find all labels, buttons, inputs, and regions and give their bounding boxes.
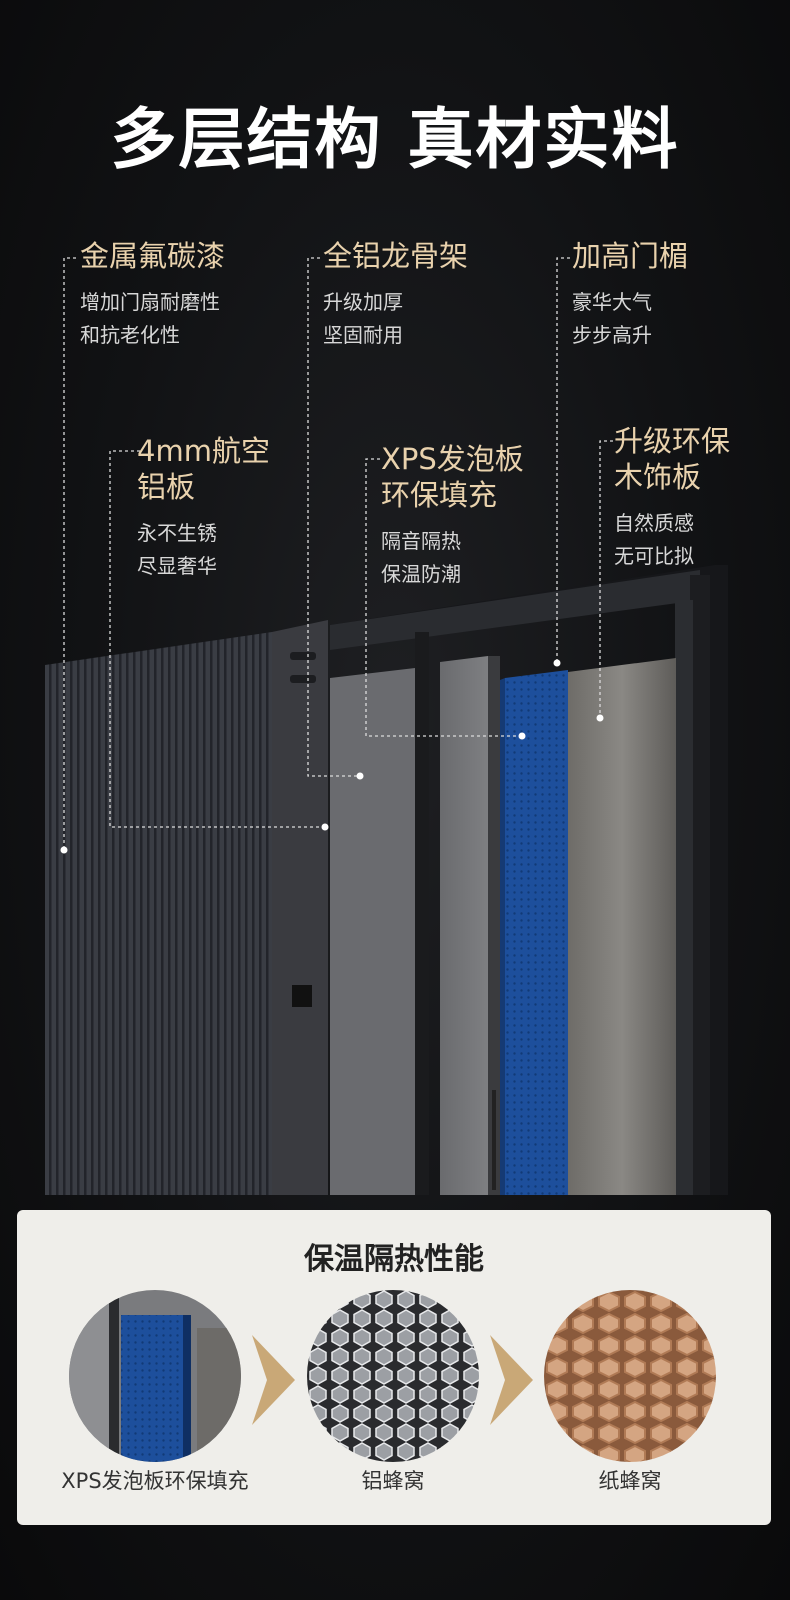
feature-desc-line: 和抗老化性 xyxy=(80,323,180,347)
caption-xps: XPS发泡板环保填充 xyxy=(61,1469,249,1493)
feature-raised-lintel: 加高门楣 豪华大气 步步高升 xyxy=(572,238,688,352)
feature-desc-line: 坚固耐用 xyxy=(323,323,403,347)
door-frame xyxy=(330,565,728,1195)
feature-xps-foam: XPS发泡板 环保填充 隔音隔热 保温防潮 xyxy=(381,441,524,591)
aluminum-keel xyxy=(440,656,488,1195)
feature-desc-line: 豪华大气 xyxy=(572,290,652,314)
feature-heading: 加高门楣 xyxy=(572,239,689,273)
feature-heading: 铝板 xyxy=(137,470,196,504)
feature-desc: 隔音隔热 保温防潮 xyxy=(381,525,524,591)
feature-desc-line: 步步高升 xyxy=(572,323,652,347)
xps-foam-layer xyxy=(505,670,568,1195)
feature-desc: 升级加厚 坚固耐用 xyxy=(323,286,468,352)
feature-desc-line: 升级加厚 xyxy=(323,290,403,314)
feature-heading: 升级环保 xyxy=(614,424,731,458)
feature-desc: 豪华大气 步步高升 xyxy=(572,286,688,352)
page-title: 多层结构 真材实料 xyxy=(110,101,680,178)
feature-desc-line: 尽显奢华 xyxy=(137,554,217,578)
insulation-panel: 保温隔热性能 XPS发泡板环保填充 铝蜂窝 纸蜂窝 xyxy=(17,1210,771,1525)
feature-aviation-aluminum-plate: 4mm航空 铝板 永不生锈 尽显奢华 xyxy=(137,433,270,583)
feature-heading: 4mm航空 xyxy=(137,434,270,468)
feature-desc-line: 增加门扇耐磨性 xyxy=(80,290,220,314)
feature-desc: 永不生锈 尽显奢华 xyxy=(137,517,270,583)
feature-desc-line: 无可比拟 xyxy=(614,544,694,568)
arrow-icon xyxy=(252,1335,295,1425)
feature-heading: XPS发泡板 xyxy=(381,442,524,476)
feature-wood-panel: 升级环保 木饰板 自然质感 无可比拟 xyxy=(614,423,730,573)
feature-heading: 全铝龙骨架 xyxy=(323,239,469,273)
wood-panel xyxy=(568,658,676,1195)
front-door-leaf xyxy=(272,620,328,1195)
feature-desc: 自然质感 无可比拟 xyxy=(614,507,730,573)
feature-heading: 木饰板 xyxy=(614,460,702,494)
aluminum-plate xyxy=(330,668,415,1195)
aluminum-honeycomb-image xyxy=(307,1290,479,1462)
feature-fluorocarbon-paint: 金属氟碳漆 增加门扇耐磨性 和抗老化性 xyxy=(80,238,225,352)
feature-heading: 环保填充 xyxy=(381,478,498,512)
xps-foam-image xyxy=(69,1290,241,1462)
caption-paper-honeycomb: 纸蜂窝 xyxy=(598,1469,662,1493)
ribbed-metal-panel xyxy=(45,632,272,1195)
arrow-icon xyxy=(490,1335,533,1425)
feature-desc: 增加门扇耐磨性 和抗老化性 xyxy=(80,286,225,352)
feature-aluminum-keel: 全铝龙骨架 升级加厚 坚固耐用 xyxy=(323,238,468,352)
feature-heading: 金属氟碳漆 xyxy=(80,239,226,273)
feature-desc-line: 永不生锈 xyxy=(137,521,217,545)
feature-desc-line: 保温防潮 xyxy=(381,562,461,586)
caption-aluminum-honeycomb: 铝蜂窝 xyxy=(361,1469,425,1493)
feature-desc-line: 隔音隔热 xyxy=(381,529,461,553)
paper-honeycomb-image xyxy=(544,1290,716,1462)
feature-desc-line: 自然质感 xyxy=(614,511,694,535)
insulation-title: 保温隔热性能 xyxy=(304,1242,484,1277)
